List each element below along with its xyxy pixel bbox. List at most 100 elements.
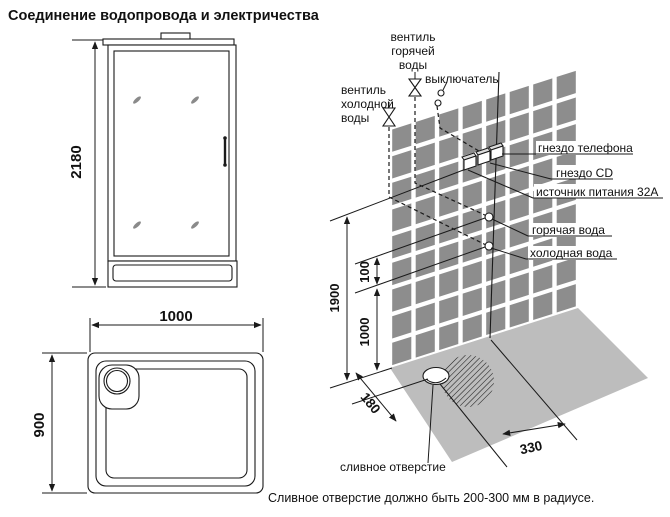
cd-socket-label: гнездо CD bbox=[556, 166, 613, 180]
component-labels: гнездо телефона гнездо CD источник питан… bbox=[467, 141, 664, 260]
hot-water-label: горячая вода bbox=[532, 223, 605, 237]
wall-tile bbox=[556, 70, 576, 100]
wall-tile bbox=[509, 272, 529, 301]
cold-valve-label-2: холодной bbox=[341, 97, 394, 111]
cabin-base-panel bbox=[112, 264, 233, 282]
wall-tile bbox=[509, 245, 529, 275]
wall-tile bbox=[439, 295, 459, 324]
wall-tile bbox=[415, 329, 435, 358]
wall-tile bbox=[462, 260, 482, 290]
drain-leader-line bbox=[427, 384, 434, 464]
wall-tile bbox=[462, 207, 482, 236]
wall-tile bbox=[533, 105, 553, 134]
wall-tile bbox=[392, 150, 412, 179]
ext-line-drain-floor bbox=[439, 383, 508, 468]
wall-tile bbox=[415, 195, 435, 225]
wall-tile bbox=[392, 203, 412, 232]
dim-180-label: 180 bbox=[358, 390, 384, 417]
switch-label: выключатель bbox=[425, 72, 499, 86]
hot-valve-label-3: воды bbox=[399, 58, 427, 72]
dim-2180-label: 2180 bbox=[68, 145, 85, 178]
wall-tile bbox=[462, 314, 482, 343]
wall-tile bbox=[415, 222, 435, 251]
drain-hole bbox=[422, 366, 450, 386]
hot-valve-label-1: вентиль bbox=[391, 30, 436, 44]
glass-decor-leaves bbox=[133, 96, 199, 229]
cabin-roof bbox=[102, 38, 235, 46]
wall-tile bbox=[509, 219, 529, 248]
wall-tile bbox=[556, 284, 576, 313]
wall-tile bbox=[392, 230, 412, 259]
wall-tile bbox=[486, 200, 506, 229]
wall-tile bbox=[439, 268, 459, 297]
door-handle bbox=[223, 136, 227, 167]
wall-tile bbox=[439, 321, 459, 351]
wall-tile bbox=[462, 287, 482, 316]
cold-water-label: холодная вода bbox=[530, 246, 613, 260]
wall-tile bbox=[392, 336, 412, 366]
wall-tile bbox=[533, 158, 553, 187]
switch-symbol bbox=[434, 81, 490, 158]
valve-icon bbox=[407, 78, 423, 97]
wall-tile bbox=[392, 283, 412, 312]
wall-tile bbox=[556, 97, 576, 126]
wall-tile bbox=[509, 192, 529, 221]
socket-boxes bbox=[461, 142, 504, 171]
hot-water-outlet bbox=[484, 212, 494, 222]
dim-1000-wall-label: 1000 bbox=[357, 318, 372, 347]
cold-water-outlet bbox=[484, 241, 494, 251]
wall-view: 1900 100 1000 180 330 bbox=[327, 30, 664, 474]
wall-tile bbox=[533, 265, 553, 294]
wall-tile bbox=[486, 120, 506, 149]
cabin-glass-door bbox=[113, 50, 230, 257]
wall-tile bbox=[486, 253, 506, 282]
wall-tile bbox=[415, 142, 435, 171]
hot-water-valve bbox=[407, 72, 488, 217]
cold-water-valve bbox=[381, 102, 487, 246]
wall-tile bbox=[439, 135, 459, 164]
dim-1900-label: 1900 bbox=[327, 284, 342, 313]
top-view: 1000 900 bbox=[31, 308, 264, 494]
wall-tile bbox=[415, 169, 435, 198]
wall-tile bbox=[392, 176, 412, 206]
wall-tile bbox=[392, 256, 412, 286]
dim-100: 100 bbox=[357, 257, 381, 285]
power-socket-box bbox=[488, 142, 504, 161]
floor-slab bbox=[390, 308, 648, 462]
dim-180: 180 bbox=[355, 372, 397, 422]
wall-tile bbox=[439, 215, 459, 244]
dim-100-label: 100 bbox=[357, 261, 372, 283]
wall-tile bbox=[533, 291, 553, 321]
wall-tile bbox=[415, 302, 435, 331]
cold-valve-label-1: вентиль bbox=[341, 83, 386, 97]
tray-drain-outer bbox=[103, 367, 131, 395]
wall-tile bbox=[509, 85, 529, 115]
page-title: Соединение водопровода и электричества bbox=[8, 8, 320, 24]
wall-tile bbox=[392, 123, 412, 152]
wall-tile bbox=[439, 241, 459, 271]
cd-socket-box bbox=[475, 147, 491, 166]
wall-tile bbox=[486, 306, 506, 336]
cold-valve-label-3: воды bbox=[341, 111, 369, 125]
wall-tile bbox=[509, 299, 529, 328]
drain-label: сливное отверстие bbox=[340, 460, 446, 474]
tray-drain-inner bbox=[105, 369, 129, 393]
hot-valve-label-2: горячей bbox=[391, 44, 434, 58]
wall-tile bbox=[439, 108, 459, 137]
switch-icon bbox=[437, 89, 445, 97]
drain-note-caption: Сливное отверстие должно быть 200-300 мм… bbox=[268, 491, 594, 505]
wall-tile bbox=[533, 78, 553, 107]
phone-socket-label: гнездо телефона bbox=[538, 141, 633, 155]
dim-1900: 1900 bbox=[327, 216, 351, 381]
front-view: 2180 bbox=[68, 32, 238, 288]
wall-tile bbox=[462, 127, 482, 156]
wall-tile bbox=[415, 115, 435, 145]
water-spray-hatch bbox=[442, 355, 494, 407]
wall-tile bbox=[392, 310, 412, 339]
power-source-label: источник питания 32А bbox=[536, 185, 658, 199]
wall-tile bbox=[486, 280, 506, 309]
dim-1000-label: 1000 bbox=[159, 308, 192, 325]
dim-330-label: 330 bbox=[518, 438, 543, 457]
